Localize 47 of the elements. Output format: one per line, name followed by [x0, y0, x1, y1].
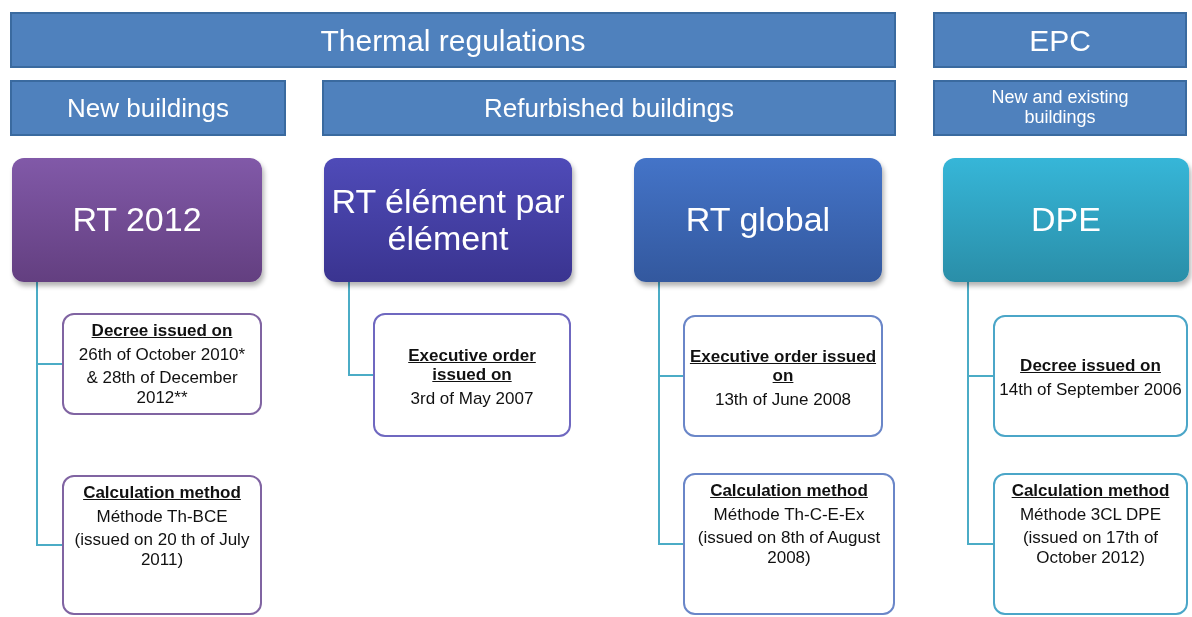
band-label: New and existing buildings: [990, 88, 1130, 128]
header-band: [322, 80, 896, 136]
box-text: Méthode Th-BCE: [96, 506, 228, 527]
connector-line: [658, 281, 684, 545]
connector-line: [967, 281, 994, 545]
info-box: [62, 475, 262, 615]
category-box: [324, 158, 572, 282]
box-text: & 28th of December 2012**: [85, 368, 239, 408]
info-box: [993, 315, 1188, 437]
info-box: [683, 315, 883, 437]
info-box: [62, 313, 262, 415]
connector-line: [348, 281, 374, 376]
box-text: Méthode Th-C-E-Ex: [713, 504, 865, 525]
info-box: [683, 473, 895, 615]
info-box: [993, 473, 1188, 615]
box-heading: Calculation method: [1011, 481, 1170, 501]
box-text: (issued on 17th of October 2012): [1021, 528, 1160, 568]
box-heading: Decree issued on: [1020, 356, 1161, 376]
category-label: RT élément par élément: [330, 182, 566, 258]
category-label: RT 2012: [72, 201, 202, 239]
band-label: EPC: [1029, 23, 1091, 57]
box-heading: Calculation method: [710, 481, 868, 501]
box-heading: Decree issued on: [91, 321, 233, 341]
header-band: [10, 80, 286, 136]
band-label: Refurbished buildings: [483, 93, 734, 123]
header-band: [10, 12, 896, 68]
header-band: [933, 12, 1187, 68]
box-heading: Calculation method: [83, 483, 241, 503]
category-label: DPE: [1031, 201, 1101, 239]
box-text: 13th of June 2008: [714, 389, 852, 410]
header-band: [933, 80, 1187, 136]
connector-line: [36, 281, 63, 546]
box-heading: Executive order issued on: [407, 345, 537, 385]
info-box: [373, 313, 571, 437]
box-heading: Executive order issued on: [689, 346, 877, 386]
box-text: 26th of October 2010*: [78, 344, 246, 365]
category-box: [943, 158, 1189, 282]
box-text: Méthode 3CL DPE: [1019, 504, 1162, 525]
box-text: (issued on 8th of August 2008): [696, 528, 882, 568]
category-label: RT global: [685, 201, 831, 239]
category-box: [12, 158, 262, 282]
box-text: (issued on 20 th of July 2011): [73, 530, 251, 570]
band-label: Thermal regulations: [320, 23, 586, 57]
box-text: 3rd of May 2007: [410, 388, 534, 409]
band-label: New buildings: [67, 93, 229, 123]
category-box: [634, 158, 882, 282]
box-text: 14th of September 2006: [999, 380, 1182, 400]
